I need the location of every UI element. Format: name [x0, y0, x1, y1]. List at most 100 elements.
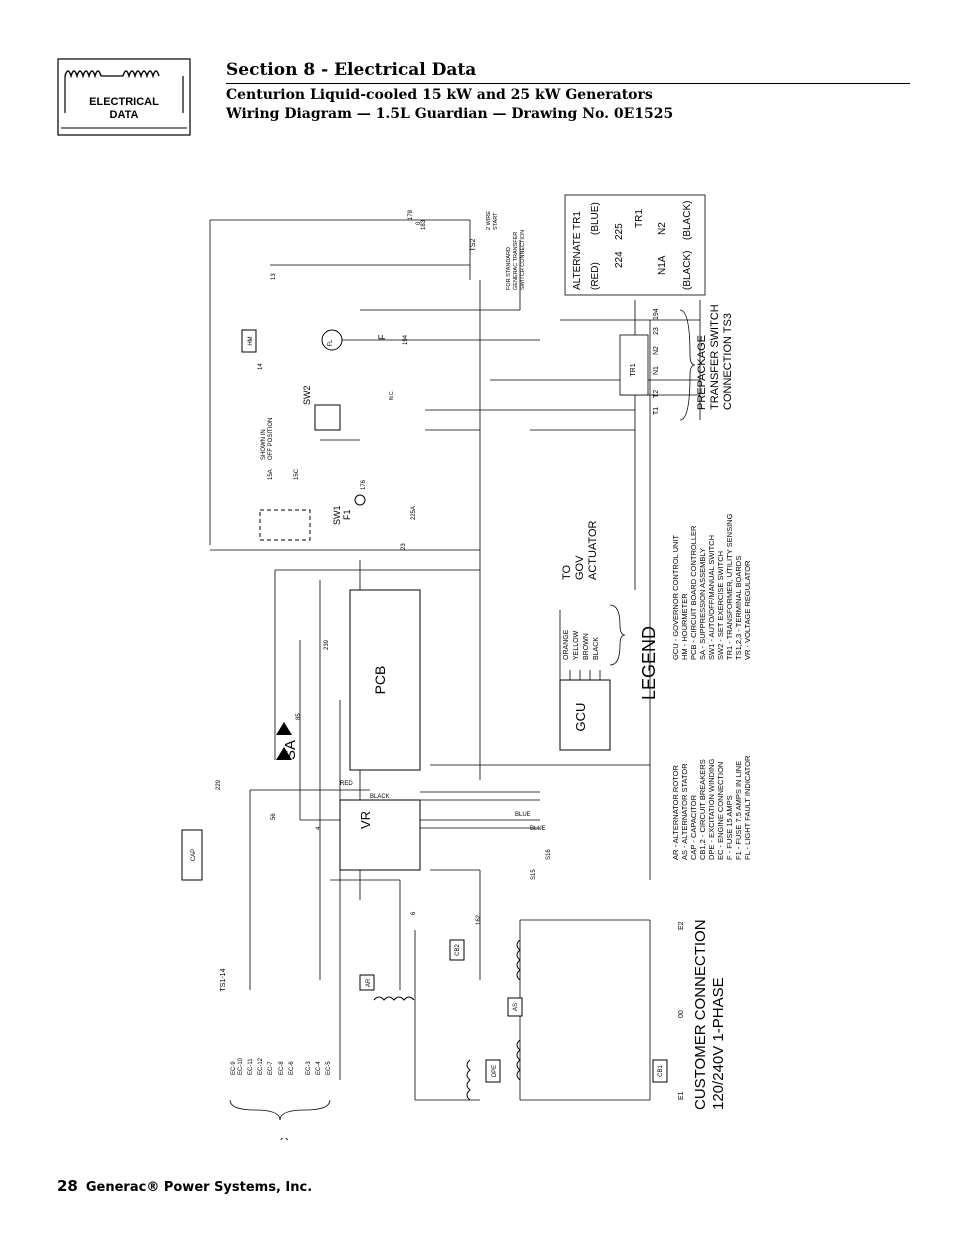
diagram-label: GCU - GOVERNOR CONTROL UNIT — [671, 534, 680, 660]
diode-icon — [276, 722, 292, 735]
diagram-label: 6 — [411, 911, 417, 915]
cb1-label: CB1 — [658, 1065, 664, 1077]
ec-pins: EC-9 EC-10 EC-11 EC-12 EC-7 EC-8 EC-6 EC… — [231, 1057, 332, 1075]
cap-label: CAP — [191, 849, 197, 861]
dpe-label: DPE — [492, 1065, 498, 1077]
diagram-label: 225A — [411, 506, 417, 520]
wire-black: BLACK — [370, 794, 390, 800]
diagram-label: EC-12 — [258, 1057, 264, 1075]
diagram-label: VR - VOLTAGE REGULATOR — [743, 560, 752, 660]
diagram-label: 183 — [421, 219, 427, 230]
diagram-label: EC - ENGINE CONNECTION — [716, 762, 725, 860]
diagram-label: S16 — [546, 849, 552, 860]
legend-col1: AR - ALTERNATOR ROTOR AS - ALTERNATOR ST… — [671, 755, 752, 860]
as-label: AS — [513, 1003, 519, 1011]
prepackage-line3: CONNECTION TS3 — [722, 313, 734, 410]
diagram-label: SA - SUPPRESSION ASSEMBLY — [698, 548, 707, 660]
diagram-label: EC-3 — [306, 1061, 312, 1075]
diagram-label: EC-8 — [279, 1061, 285, 1075]
electrical-data-logo: ELECTRICAL DATA — [57, 58, 191, 136]
diagram-label: BROWN — [583, 633, 590, 660]
gov-wire-colors: ORANGE YELLOW BROWN BLACK — [563, 629, 600, 660]
ts2-label: TS2 — [470, 238, 477, 251]
diagram-label: FL - LIGHT FAULT INDICATOR — [743, 755, 752, 860]
alt-tr1-n2: N2 — [657, 222, 668, 235]
diagram-label: 13 — [271, 273, 277, 280]
diagram-label: EC-9 — [231, 1061, 237, 1075]
sw2-label: SW2 — [302, 385, 312, 405]
alt-tr1-black-right: (BLACK) — [682, 201, 693, 240]
diagram-label: 23 — [401, 543, 407, 550]
diagram-label: HM - HOURMETER — [680, 593, 689, 660]
logo-text: ELECTRICAL — [89, 96, 159, 108]
diagram-label: CB1,2 - CIRCUIT BREAKERS — [698, 759, 707, 860]
terminal-e1: E1 — [678, 1091, 685, 1100]
f1-label: F1 — [342, 509, 352, 520]
page-number: 28 — [57, 1177, 78, 1195]
diagram-label: 229 — [216, 779, 222, 790]
diagram-label: 176 — [361, 479, 367, 490]
diagram-label: ORANGE — [563, 629, 570, 660]
legend-title: LEGEND — [639, 626, 659, 700]
diagram-label: 56 — [271, 813, 277, 820]
diagram-label: BLACK — [593, 637, 600, 660]
diagram-label: 239 — [324, 639, 330, 650]
diagram-label: AS - ALTERNATOR STATOR — [680, 763, 689, 860]
prepackage-line2: TRANSFER SWITCH — [709, 304, 721, 410]
diagram-label: GENERAC TRANSFER — [513, 232, 519, 290]
diagram-label: PCB - CIRCUIT BOARD CONTROLLER — [689, 525, 698, 660]
svg-text:DATA: DATA — [110, 109, 139, 121]
cb2-label: CB2 — [455, 944, 461, 956]
alt-tr1-224: 224 — [614, 251, 625, 268]
alt-tr1-n1a: N1A — [657, 255, 668, 275]
prepackage-line1: PREPACKAGE — [696, 335, 708, 410]
diagram-label: EC-11 — [248, 1058, 254, 1075]
diagram-label: N2 — [653, 346, 660, 355]
terminal-00: 00 — [678, 1010, 685, 1018]
diagram-label: S15 — [531, 869, 537, 880]
diode-icon — [276, 747, 292, 760]
diagram-label: CAP - CAPACITOR — [689, 794, 698, 860]
alt-tr1-blue: (BLUE) — [590, 202, 601, 235]
to-gov-line2: GOV — [574, 555, 586, 580]
diagram-label: 162 — [476, 914, 482, 925]
diagram-label: F1 - FUSE 7.5 AMPS IN LINE — [734, 761, 743, 860]
tr1-label: TR1 — [630, 363, 637, 376]
alternate-tr1-box — [564, 194, 706, 296]
wiring-diagram: PCB GCU VR SA SW1 SW2 SHOWN IN OFF POSIT… — [181, 194, 752, 1140]
diagram-label: 14 — [258, 363, 264, 370]
shown-in-off-2: OFF POSITION — [268, 418, 274, 460]
diagram-label: T2 — [653, 390, 660, 398]
section-title: Section 8 - Electrical Data — [226, 60, 477, 80]
customer-connection-line1: CUSTOMER CONNECTION — [692, 919, 709, 1110]
diagram-label: 85 — [296, 713, 302, 720]
alt-tr1-black-left: (BLACK) — [682, 251, 693, 290]
nc-label: N.C. — [389, 390, 395, 400]
diagram-label: EC-6 — [289, 1061, 295, 1075]
diagram-label: SWITCH CONNECTION — [520, 230, 526, 290]
title-rule — [226, 83, 910, 84]
wire-red: RED — [340, 781, 353, 787]
alt-tr1-red: (RED) — [590, 262, 601, 290]
to-gov-line3: ACTUATOR — [587, 520, 599, 580]
ec-label: EC — [279, 1137, 291, 1140]
diagram-label: 178 — [408, 209, 414, 220]
hm-label: HM — [248, 336, 254, 345]
standard-ts-note: FOR STANDARD GENERAC TRANSFER SWITCH CON… — [506, 230, 526, 290]
diagram-label: 23 — [653, 327, 660, 335]
diagram-label: T1 — [653, 407, 660, 415]
alt-tr1-225: 225 — [614, 223, 625, 240]
diagram-label: TR1 - TRANSFORMER, UTILITY SENSING — [725, 513, 734, 660]
diagram-label: 15C — [294, 468, 300, 480]
f-label: F — [377, 334, 387, 340]
subtitle-line1: Centurion Liquid-cooled 15 kW and 25 kW … — [226, 87, 653, 103]
diagram-label: EC-10 — [238, 1057, 244, 1075]
ts3-terminals: T1 T2 N1 N2 23 194 — [653, 308, 660, 415]
diagram-label: AR - ALTERNATOR ROTOR — [671, 765, 680, 860]
diagram-label: 194 — [653, 308, 660, 320]
diagram-label: TS1,2,3 - TERMINAL BOARDS — [734, 556, 743, 660]
ar-label: AR — [366, 978, 372, 987]
wire-blue-2: BLUE — [530, 826, 546, 832]
diagram-label: SW1 - AUTO/OFF/MANUAL SWITCH — [707, 535, 716, 660]
